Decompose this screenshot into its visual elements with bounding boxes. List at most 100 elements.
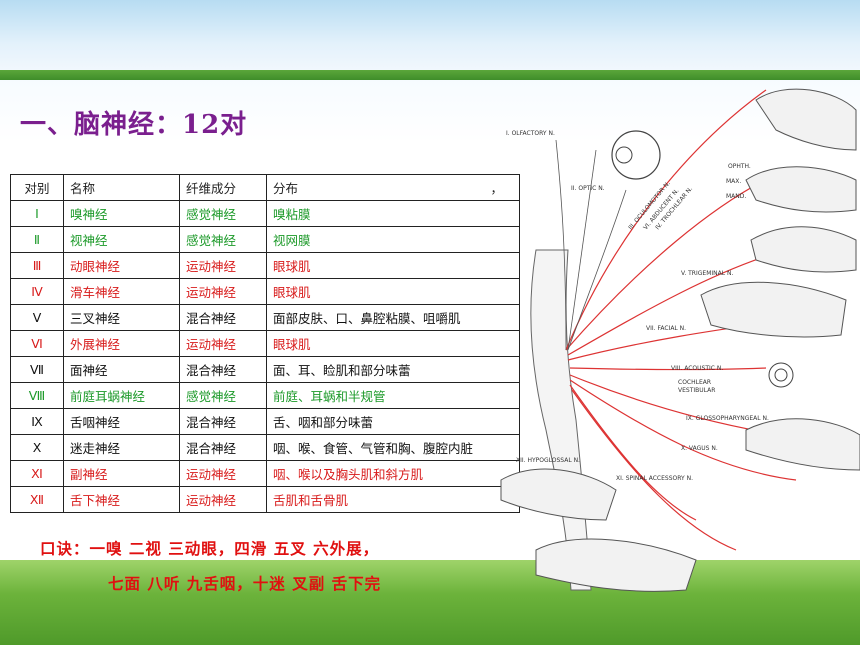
- label-optic: II. OPTIC N.: [571, 185, 605, 192]
- label-hypoglossal: XII. HYPOGLOSSAL N.: [516, 457, 580, 464]
- nerve-line-oculomotor: [567, 189, 627, 351]
- label-olfactory: I. OLFACTORY N.: [506, 130, 555, 137]
- skull-drawing: [700, 281, 847, 338]
- cell-name: 舌咽神经: [63, 408, 180, 435]
- head-drawing-1: [755, 88, 857, 151]
- cell-name: 副神经: [63, 460, 180, 487]
- cell-fiber: 运动神经: [179, 330, 267, 357]
- eye-drawing: [611, 130, 661, 180]
- cell-name: 嗅神经: [63, 200, 180, 227]
- label-max: MAX.: [726, 178, 741, 185]
- cell-distribution: 前庭、耳蜗和半规管: [266, 382, 520, 409]
- cell-number: Ⅷ: [10, 382, 64, 409]
- cochlea-inner-drawing: [774, 368, 788, 382]
- header-cell-name: 名称: [63, 174, 180, 201]
- header-green-band: [0, 70, 860, 80]
- header-stray-mark: ，: [490, 181, 503, 196]
- cell-number: Ⅱ: [10, 226, 64, 253]
- label-glossopharyngeal: IX. GLOSSOPHARYNGEAL N.: [686, 415, 769, 422]
- cell-name: 外展神经: [63, 330, 180, 357]
- cochlea-drawing: [768, 362, 794, 388]
- cell-distribution: 眼球肌: [266, 252, 520, 279]
- nerve-line-olfactory: [555, 139, 567, 351]
- sky-background: [0, 0, 860, 72]
- cell-fiber: 运动神经: [179, 278, 267, 305]
- slide-title: 一、脑神经：12对: [20, 110, 248, 140]
- label-mand: MAND.: [726, 193, 746, 200]
- header-distribution-label: 分布: [273, 181, 299, 196]
- cell-fiber: 混合神经: [179, 356, 267, 383]
- cell-fiber: 感觉神经: [179, 226, 267, 253]
- header-cell-fiber: 纤维成分: [179, 174, 267, 201]
- eye-lens-drawing: [615, 146, 633, 164]
- table-header-row: 对别 名称 纤维成分 分布 ，: [10, 174, 520, 201]
- grass-field-background: [0, 560, 860, 645]
- label-cochlear: COCHLEAR: [678, 379, 711, 386]
- nerve-line-vagus: [569, 379, 797, 481]
- label-facial: VII. FACIAL N.: [646, 325, 686, 332]
- cell-name: 视神经: [63, 226, 180, 253]
- cell-distribution: 舌、咽和部分味蕾: [266, 408, 520, 435]
- cell-fiber: 运动神经: [179, 486, 267, 513]
- header-cell-number: 对别: [10, 174, 64, 201]
- cell-name: 迷走神经: [63, 434, 180, 461]
- cell-fiber: 运动神经: [179, 460, 267, 487]
- nerve-line-spinal: [571, 389, 737, 551]
- cell-number: Ⅲ: [10, 252, 64, 279]
- cell-distribution: 视网膜: [266, 226, 520, 253]
- cell-distribution: 咽、喉、食管、气管和胸、腹腔内脏: [266, 434, 520, 461]
- cell-distribution: 嗅粘膜: [266, 200, 520, 227]
- nerve-line-optic: [567, 149, 597, 351]
- label-acoustic: VIII. ACOUSTIC N.: [671, 365, 723, 372]
- cell-distribution: 眼球肌: [266, 278, 520, 305]
- head-drawing-5: [500, 468, 617, 521]
- cell-number: Ⅻ: [10, 486, 64, 513]
- cell-name: 滑车神经: [63, 278, 180, 305]
- label-vestibular: VESTIBULAR: [678, 387, 715, 394]
- cell-name: 动眼神经: [63, 252, 180, 279]
- cell-number: Ⅰ: [10, 200, 64, 227]
- nerve-line-hypoglossal: [569, 384, 697, 521]
- cell-fiber: 运动神经: [179, 252, 267, 279]
- cell-number: Ⅺ: [10, 460, 64, 487]
- cell-distribution: 咽、喉以及胸头肌和斜方肌: [266, 460, 520, 487]
- cell-number: Ⅳ: [10, 278, 64, 305]
- cell-name: 面神经: [63, 356, 180, 383]
- cell-number: Ⅹ: [10, 434, 64, 461]
- cell-fiber: 感觉神经: [179, 200, 267, 227]
- cell-distribution: 眼球肌: [266, 330, 520, 357]
- header-cell-distribution: 分布 ，: [266, 174, 520, 201]
- cell-fiber: 混合神经: [179, 408, 267, 435]
- label-trigeminal: V. TRIGEMINAL N.: [681, 270, 733, 277]
- nerve-line-acoustic: [569, 367, 767, 371]
- head-drawing-2: [745, 166, 857, 213]
- mnemonic-line-2: 七面 八听 九舌咽，十迷 叉副 舌下完: [108, 574, 382, 593]
- head-drawing-3: [750, 226, 857, 273]
- cell-distribution: 面、耳、睑肌和部分味蕾: [266, 356, 520, 383]
- cell-distribution: 舌肌和舌骨肌: [266, 486, 520, 513]
- cell-fiber: 感觉神经: [179, 382, 267, 409]
- cell-name: 三叉神经: [63, 304, 180, 331]
- cell-number: Ⅶ: [10, 356, 64, 383]
- cell-distribution: 面部皮肤、口、鼻腔粘膜、咀嚼肌: [266, 304, 520, 331]
- mnemonic-line-1: 口诀：一嗅 二视 三动眼，四滑 五叉 六外展，: [40, 539, 380, 558]
- dog-body-drawing: [535, 538, 697, 592]
- cell-number: Ⅵ: [10, 330, 64, 357]
- label-spinal: XI. SPINAL ACCESSORY N.: [616, 475, 693, 482]
- label-ophth: OPHTH.: [728, 163, 751, 170]
- cell-name: 前庭耳蜗神经: [63, 382, 180, 409]
- label-vagus: X. VAGUS N.: [681, 445, 718, 452]
- cell-fiber: 混合神经: [179, 304, 267, 331]
- cell-fiber: 混合神经: [179, 434, 267, 461]
